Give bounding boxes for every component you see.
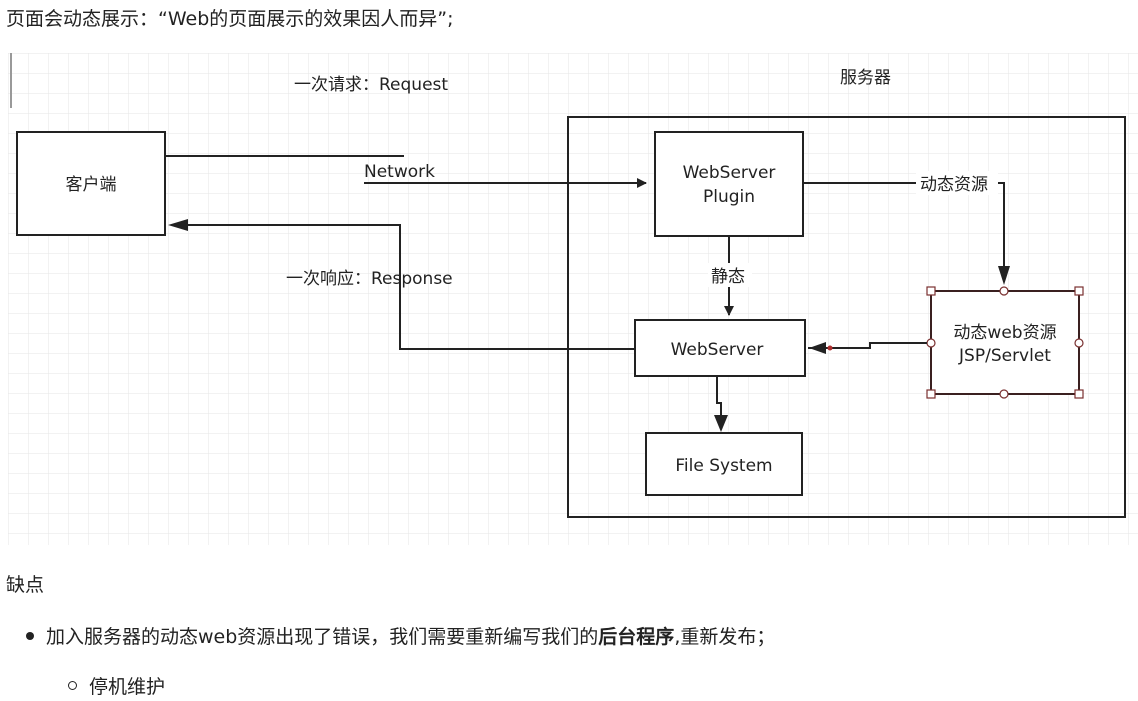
file-system-label: File System [675, 456, 772, 476]
file-system-box [645, 432, 803, 496]
static-label: 静态 [711, 267, 745, 287]
webserver-plugin-box [654, 131, 804, 237]
handle-bottom-right[interactable] [1074, 389, 1084, 399]
handle-bottom-left[interactable] [926, 389, 936, 399]
dynamic-arrowhead [998, 266, 1010, 285]
response-connector [174, 224, 635, 350]
response-label: 一次响应：Response [286, 269, 453, 289]
handle-bottom[interactable] [999, 389, 1009, 399]
request-label: 一次请求：Request [294, 75, 448, 95]
sub-list-item: 停机维护 [68, 672, 165, 699]
server-container [567, 116, 1126, 518]
webserver-box [634, 319, 806, 377]
response-arrowhead [168, 219, 188, 231]
selection-handles[interactable] [926, 286, 1084, 399]
client-box [16, 131, 166, 236]
handle-left[interactable] [926, 338, 936, 348]
plugin-box-line2: Plugin [703, 187, 755, 207]
dynamic-box-line2: JSP/Servlet [958, 346, 1051, 366]
server-label: 服务器 [840, 68, 891, 88]
list-item-text: 加入服务器的动态web资源出现了错误，我们需要重新编写我们的 [46, 626, 599, 648]
connector-point [827, 345, 833, 351]
dynamic-label: 动态资源 [920, 175, 988, 195]
bullet-circle-icon [68, 681, 77, 690]
architecture-diagram: 一次请求：Request 服务器 一次响应：Response 客户端 Netwo… [8, 53, 1138, 545]
webserver-box-label: WebServer [671, 340, 764, 360]
bullet-dot-icon [26, 631, 34, 640]
dynamic-to-webserver-arrowhead [809, 342, 826, 354]
filesystem-connector [716, 376, 722, 423]
page-heading: 页面会动态展示：“Web的页面展示的效果因人而异”; [6, 8, 454, 30]
handle-top-left[interactable] [926, 286, 936, 296]
dynamic-box-line1: 动态web资源 [953, 323, 1056, 343]
static-label-bg [708, 263, 752, 287]
dynamic-resource-connector [803, 182, 1005, 278]
list-item-bold: 后台程序 [598, 626, 675, 648]
plugin-box-line1: WebServer [683, 163, 776, 183]
list-item: 加入服务器的动态web资源出现了错误，我们需要重新编写我们的后台程序,重新发布； [26, 622, 775, 649]
section-title: 缺点 [6, 574, 45, 596]
handle-top[interactable] [999, 286, 1009, 296]
handle-right[interactable] [1074, 338, 1084, 348]
handle-top-right[interactable] [1074, 286, 1084, 296]
dynamic-to-webserver-connector [808, 342, 927, 349]
diagram-canvas: 一次请求：Request 服务器 一次响应：Response 客户端 Netwo… [8, 53, 1138, 545]
sub-list-item-text: 停机维护 [89, 676, 166, 698]
list-item-tail: ,重新发布； [674, 626, 776, 648]
client-box-label: 客户端 [66, 175, 117, 195]
network-label: Network [364, 162, 435, 182]
filesystem-arrowhead [714, 415, 728, 432]
dynamic-label-bg [916, 171, 998, 195]
